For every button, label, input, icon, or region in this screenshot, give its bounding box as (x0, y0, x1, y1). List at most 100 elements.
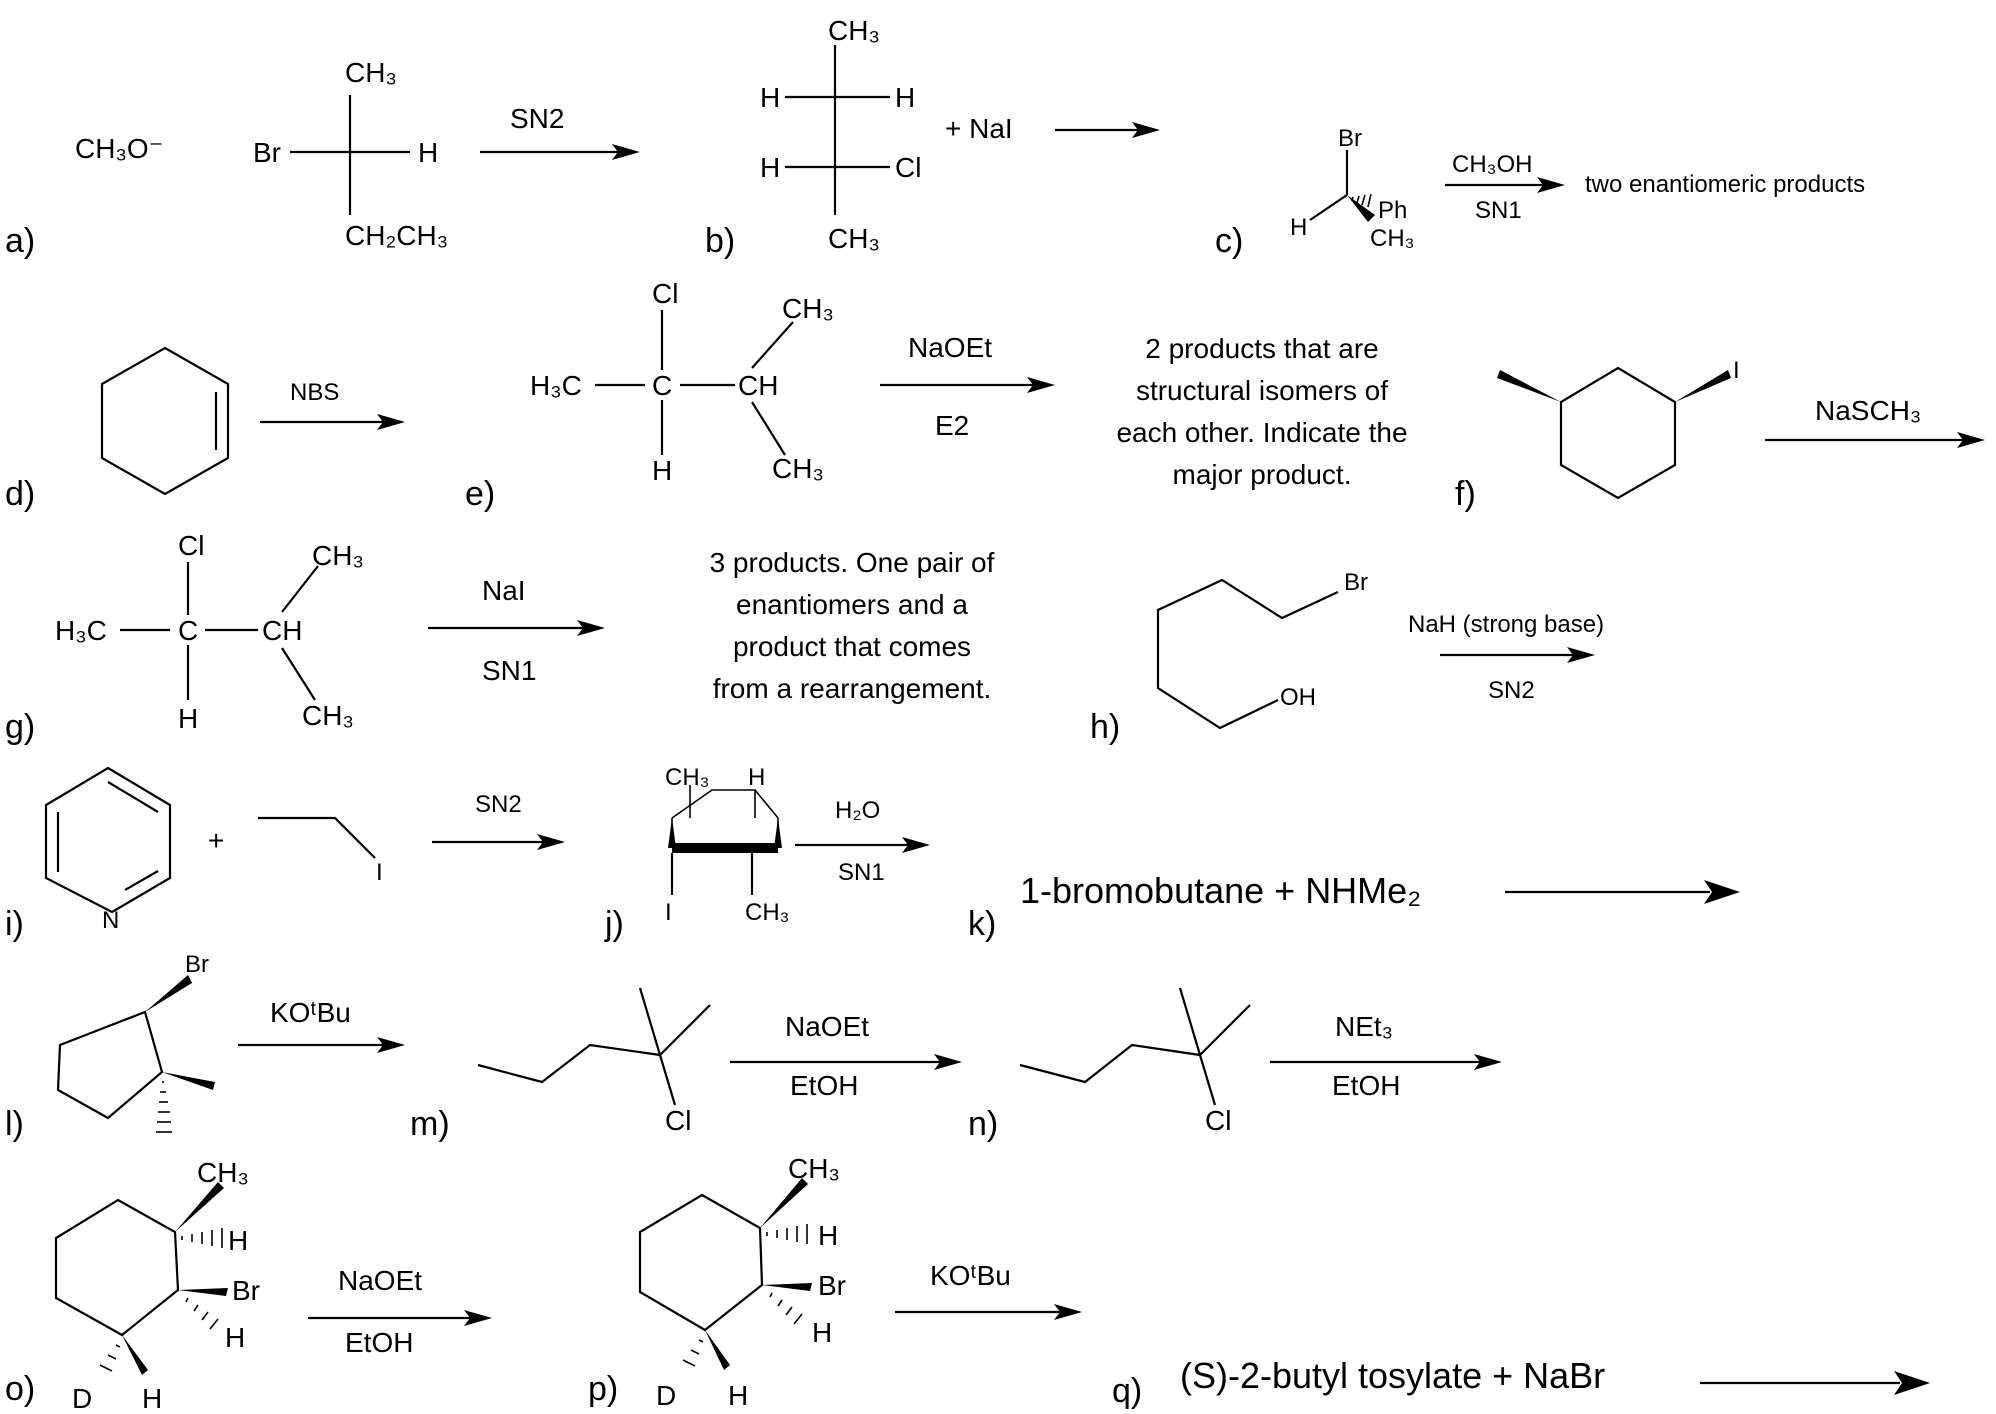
g-ch3-bottom: CH₃ (302, 700, 354, 731)
wedge-right (774, 818, 782, 848)
g-result-line3: product that comes (733, 631, 971, 662)
p-br: Br (818, 1270, 846, 1301)
o-hash (99, 1364, 113, 1372)
o-d: D (72, 1383, 92, 1414)
p-br-wedge (762, 1283, 812, 1291)
n-methyl-1 (1178, 987, 1202, 1056)
h-br: Br (1344, 569, 1368, 596)
n-methyl-2 (1199, 1004, 1251, 1056)
e-bond-ch3-bottom (751, 401, 786, 456)
l-br: Br (185, 951, 209, 978)
p-reagent: KOᵗBu (930, 1260, 1011, 1291)
arrowhead-j (902, 837, 930, 853)
arrowhead-m (934, 1054, 962, 1070)
a-condition: SN2 (510, 103, 564, 134)
c-wedge (1347, 195, 1375, 222)
o-reagent: NaOEt (338, 1265, 422, 1296)
cyclohexane-ring (54, 1198, 180, 1337)
e-ch: CH (738, 370, 778, 401)
n-reagent: NEt₃ (1335, 1011, 1393, 1042)
cyclohexane-ring (638, 1193, 764, 1332)
h-oh: OH (1280, 684, 1316, 711)
c-result: two enantiomeric products (1585, 171, 1865, 198)
e-ch3-bottom: CH₃ (772, 453, 824, 484)
o-hash (115, 1344, 121, 1348)
a-br: Br (253, 137, 281, 168)
problem-a: a) CH₃O⁻ CH₃ Br H CH₂CH₃ SN2 (5, 57, 640, 260)
e-c: C (652, 370, 672, 401)
b-h-left-bottom: H (760, 152, 780, 183)
p-ch3-wedge (760, 1178, 808, 1228)
label-l: l) (5, 1105, 24, 1143)
arrowhead-c (1537, 177, 1565, 193)
j-ch3-top: CH₃ (665, 764, 709, 791)
p-hash (769, 1292, 773, 1298)
label-o: o) (5, 1370, 35, 1408)
g-h: H (178, 703, 198, 734)
methoxide: CH₃O⁻ (75, 133, 163, 164)
o-hash (185, 1297, 189, 1303)
arrowhead-k (1704, 880, 1740, 904)
problem-i: i) N + I SN2 (5, 766, 565, 943)
j-ch3-bottom: CH₃ (745, 899, 789, 926)
n-cl: Cl (1205, 1105, 1231, 1136)
c-hash (1367, 193, 1372, 208)
j-i: I (665, 899, 672, 926)
e-ch3-top: CH₃ (782, 293, 834, 324)
label-q: q) (1112, 1372, 1142, 1410)
cyclopentane-ring (56, 1010, 164, 1120)
problem-n: n) Cl NEt₃ EtOH (968, 987, 1502, 1143)
e-result-line4: major product. (1173, 459, 1352, 490)
c-hash (1356, 195, 1360, 204)
arrowhead-g (577, 620, 605, 636)
e-result-line1: 2 products that are (1145, 333, 1378, 364)
b-bottom: CH₃ (828, 223, 880, 254)
problem-h: h) Br OH NaH (strong base) SN2 (1090, 569, 1604, 746)
i-i: I (376, 859, 383, 886)
label-m: m) (410, 1105, 450, 1143)
p-hash (682, 1359, 696, 1367)
label-p: p) (588, 1370, 618, 1408)
a-bottom: CH₂CH₃ (345, 220, 448, 251)
b-top: CH₃ (828, 15, 880, 46)
g-result-line2: enantiomers and a (736, 589, 968, 620)
p-h-wedge (705, 1330, 730, 1370)
m-condition: EtOH (790, 1070, 858, 1101)
label-d: d) (5, 475, 35, 513)
arrowhead-i (537, 834, 565, 850)
f-methyl-wedge (1497, 370, 1561, 402)
m-reagent: NaOEt (785, 1011, 869, 1042)
k-text: 1-bromobutane + NHMe₂ (1020, 870, 1421, 911)
g-bond-ch3-bottom (281, 647, 316, 701)
label-n: n) (968, 1105, 998, 1143)
o-hash (107, 1354, 117, 1360)
problem-f: f) I NaSCH₃ (1455, 357, 1985, 513)
e-reagent: NaOEt (908, 332, 992, 363)
o-hash (193, 1304, 199, 1312)
ring-front-bold-bond (672, 843, 778, 853)
arrowhead-l (377, 1037, 405, 1053)
j-reagent: H₂O (835, 797, 880, 824)
o-hash (209, 1318, 219, 1330)
p-ch3: CH₃ (788, 1153, 840, 1184)
c-ph: Ph (1378, 197, 1407, 224)
f-iodo-wedge (1675, 370, 1731, 402)
c-hash (1361, 194, 1366, 206)
problem-e: e) Cl CH₃ H₃C C CH H CH₃ NaOEt E2 2 prod… (465, 278, 1408, 513)
label-g: g) (5, 708, 35, 746)
label-f: f) (1455, 475, 1476, 513)
p-d: D (656, 1380, 676, 1411)
b-cl: Cl (895, 152, 921, 183)
g-c: C (178, 615, 198, 646)
b-reagent: + NaI (945, 113, 1013, 144)
problem-c: c) Br H Ph CH₃ CH₃OH SN1 two enantiomeri… (1215, 125, 1865, 260)
l-br-wedge (145, 975, 192, 1012)
p-hash (690, 1349, 700, 1355)
h-reagent: NaH (strong base) (1408, 611, 1604, 638)
g-reagent: NaI (482, 575, 526, 606)
l-methyl-wedge (162, 1072, 215, 1090)
arrowhead-a (612, 144, 640, 160)
n-condition: EtOH (1332, 1070, 1400, 1101)
c-hash (1351, 196, 1354, 202)
